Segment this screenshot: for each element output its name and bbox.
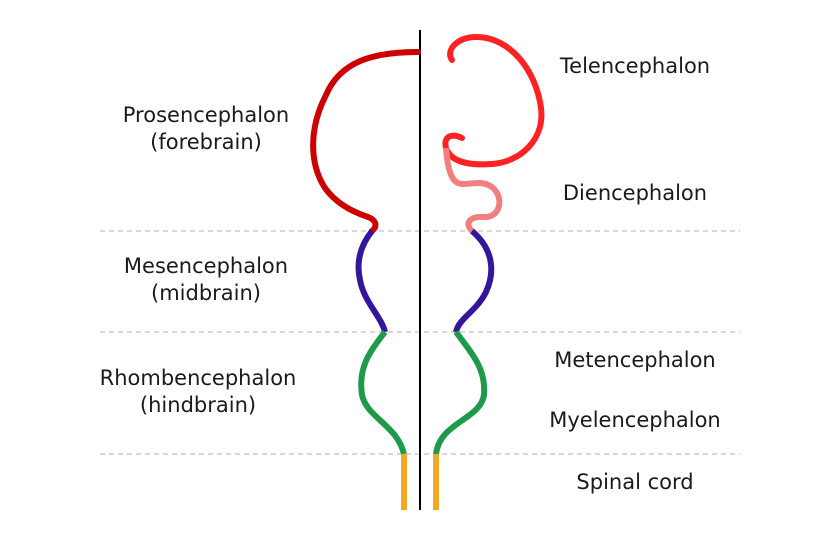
label-prosencephalon-common: (forebrain) — [150, 130, 262, 154]
label-mesencephalon-name: Mesencephalon — [123, 254, 289, 278]
label-rhombencephalon-name: Rhombencephalon — [99, 366, 297, 390]
rhombencephalon-wall-left — [358, 330, 407, 455]
prosencephalon-wall — [310, 49, 421, 234]
telencephalon-wall — [442, 33, 545, 168]
label-spinal-cord: Spinal cord — [576, 470, 694, 494]
label-metencephalon: Metencephalon — [554, 348, 716, 372]
mesencephalon-wall-left — [355, 229, 388, 333]
label-diencephalon: Diencephalon — [562, 181, 708, 205]
label-myelencephalon: Myelencephalon — [549, 408, 721, 432]
label-rhombencephalon: Rhombencephalon (hindbrain) — [68, 365, 328, 419]
rhombencephalon-wall-right — [433, 330, 488, 455]
mesencephalon-wall-right — [453, 228, 495, 333]
label-mesencephalon-common: (midbrain) — [151, 281, 261, 305]
label-mesencephalon: Mesencephalon (midbrain) — [76, 253, 336, 307]
label-telencephalon: Telencephalon — [559, 54, 711, 78]
label-rhombencephalon-common: (hindbrain) — [139, 393, 257, 417]
label-prosencephalon-name: Prosencephalon — [122, 103, 290, 127]
diencephalon-wall — [443, 147, 503, 234]
label-prosencephalon: Prosencephalon (forebrain) — [76, 102, 336, 156]
